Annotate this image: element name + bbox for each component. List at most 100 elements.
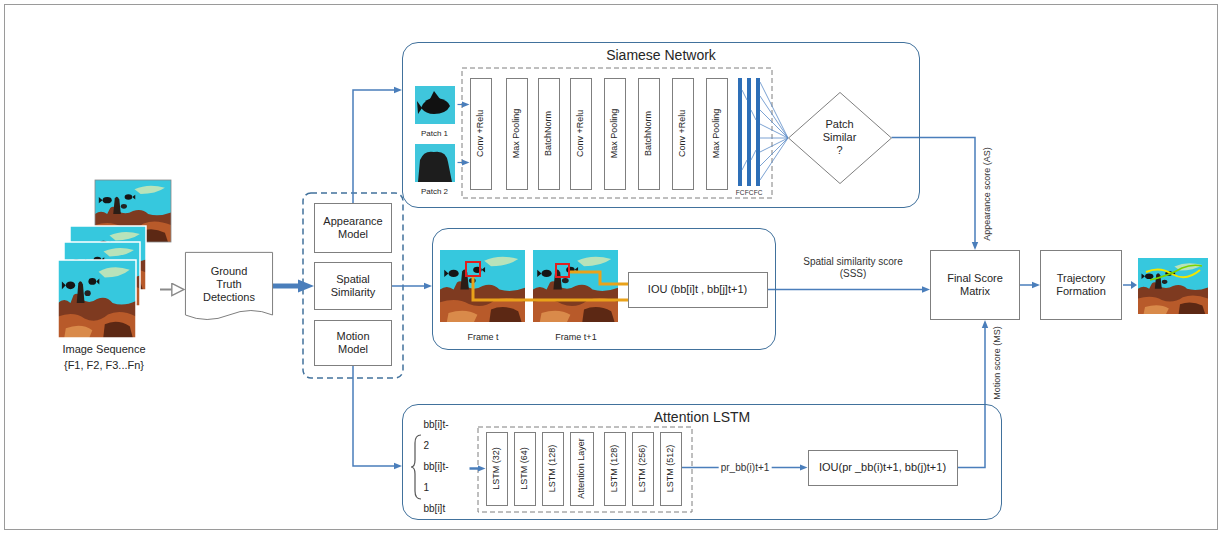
model-group-border — [303, 193, 403, 378]
shape-outline — [788, 92, 891, 183]
fc-layers-part — [738, 78, 742, 186]
box-label: Conv +Relu — [475, 110, 486, 157]
output-picture — [1123, 258, 1208, 314]
image-patch-pictures — [415, 86, 455, 182]
fc-fan-lines-part — [742, 90, 747, 100]
fc-fan-lines-part — [760, 138, 788, 166]
connector-arrow — [458, 162, 466, 163]
model-box: Spatial Similarity — [314, 262, 392, 310]
box-label: Final Score Matrix — [936, 272, 1014, 298]
image-sequence: Image Sequence {F1, F2, F3...Fn} — [48, 178, 160, 378]
lstm-layer-box: LSTM (256) — [632, 432, 654, 506]
image-stack-part — [58, 260, 136, 338]
connector-arrow — [353, 90, 398, 203]
fc-fan-lines-part — [751, 110, 756, 120]
layer-label: FC — [745, 190, 754, 197]
box-label: Appearance Model — [323, 215, 382, 241]
lstm-layer-box: LSTM (32) — [486, 432, 508, 506]
fc-fan-lines-part — [760, 138, 788, 139]
input-brace — [411, 435, 421, 499]
model-box: Appearance Model — [314, 203, 392, 253]
panel-title: Siamese Network — [606, 47, 716, 64]
frames-panel: Frame t Frame t+1 IOU (bb[i]t , bb[j]t+1) — [432, 228, 776, 350]
layer-box: Conv +Relu — [470, 78, 492, 190]
fc-fan-lines — [742, 82, 788, 180]
box-label: Trajectory Formation — [1046, 272, 1116, 298]
fc-fan-lines-part — [760, 96, 788, 138]
frame-pictures — [440, 250, 628, 322]
attention-layer-box: Attention Layer — [570, 432, 594, 506]
score-box: Final Score Matrix — [930, 250, 1020, 320]
network-panel: Attention LSTMbb[i]t-2 bb[i]t-1 bb[i]tLS… — [402, 404, 1002, 520]
frame-pictures-part — [473, 276, 628, 300]
connector-arrow — [892, 138, 976, 247]
caption: Image Sequence — [62, 343, 145, 356]
frame-pictures-part — [440, 250, 525, 322]
connector-arrow — [160, 289, 177, 291]
layer-box: Max Pooling — [706, 78, 728, 190]
document-outline — [185, 252, 273, 327]
lstm-layer-box: LSTM (512) — [660, 432, 682, 506]
network-panel: Siamese NetworkPatch 1Patch 2Conv +ReluM… — [402, 42, 920, 208]
box-label: Ground Truth Detections — [203, 265, 255, 305]
image-patch-pictures-part — [430, 91, 440, 99]
edge-label: Motion score (MS) — [992, 324, 1003, 402]
lstm-layer-box: LSTM (64) — [514, 432, 536, 506]
caption: {F1, F2, F3...Fn} — [64, 359, 144, 372]
image-stack — [58, 180, 171, 338]
caption: Frame t — [467, 332, 498, 343]
box-label: Max Pooling — [609, 109, 620, 159]
box-label: IOU (bb[i]t , bb[j]t+1) — [648, 283, 747, 296]
image-patch-pictures-part — [417, 101, 422, 114]
box-label: IOU(pr _bb(i)t+1, bb(j)t+1) — [819, 461, 946, 474]
iou-box: IOU(pr _bb(i)t+1, bb(j)t+1) — [808, 450, 958, 486]
box-label: Conv +Relu — [575, 110, 586, 157]
lstm-layer-box: LSTM (128) — [604, 432, 626, 506]
layer-box: Max Pooling — [506, 78, 528, 190]
layer-box: Max Pooling — [604, 78, 626, 190]
layer-box: BatchNorm — [538, 78, 560, 190]
box-label: Max Pooling — [711, 109, 722, 159]
output-picture-part — [1123, 284, 1131, 286]
box-label: LSTM (512) — [665, 445, 676, 493]
fc-layers-part — [756, 78, 760, 186]
document-shape: Ground Truth Detections — [185, 252, 273, 327]
layer-box: Conv +Relu — [672, 78, 694, 190]
edge-label: Spatial similarity score (SSS) — [795, 256, 911, 280]
output-picture-part — [1131, 281, 1137, 289]
connector-arrow — [958, 324, 986, 468]
connector-arrow — [470, 467, 482, 470]
image-patch-pictures-part — [415, 86, 455, 124]
layer-label: FC — [754, 190, 763, 197]
frame-pictures-part — [466, 262, 480, 276]
box-label: Conv +Relu — [677, 110, 688, 157]
connector-arrow — [768, 289, 927, 291]
image-patch: Patch 2 — [412, 142, 458, 200]
model-box: Motion Model — [314, 320, 392, 366]
caption: Frame t+1 — [555, 332, 596, 343]
box-label: Attention Layer — [576, 438, 587, 499]
box-label: Spatial Similarity — [331, 273, 376, 299]
box-label: Max Pooling — [511, 109, 522, 159]
box-label: BatchNorm — [543, 111, 554, 156]
connector-arrow — [273, 284, 304, 289]
image-stack-part — [58, 260, 136, 338]
box-label: LSTM (128) — [547, 445, 558, 493]
input-boxes: bb[i]t-2 bb[i]t-1 bb[i]t — [414, 432, 470, 502]
connector-arrow — [682, 467, 804, 469]
layer-label: FC — [736, 190, 745, 197]
frame-pictures-part — [569, 272, 628, 284]
fc-fan-lines-part — [760, 82, 788, 138]
box-label: LSTM (64) — [519, 447, 530, 490]
edge-label: Appearance score (AS) — [982, 145, 993, 243]
layer-box: BatchNorm — [638, 78, 660, 190]
output-picture-part — [1150, 265, 1202, 280]
connector-arrow — [458, 104, 466, 105]
box-label: BatchNorm — [643, 111, 654, 156]
fc-fan-lines-part — [760, 124, 788, 138]
box-label: LSTM (128) — [609, 445, 620, 493]
box-label: LSTM (32) — [491, 447, 502, 490]
connector-arrow — [1020, 284, 1036, 286]
